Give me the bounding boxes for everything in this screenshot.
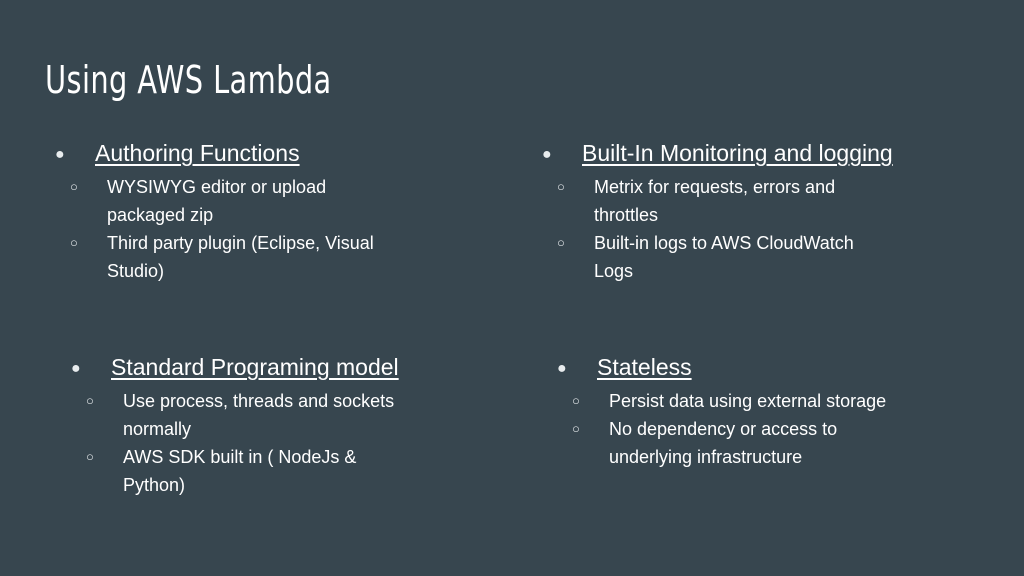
- bullet-icon: ●: [55, 146, 65, 163]
- section-heading[interactable]: Authoring Functions: [95, 140, 300, 166]
- list-item: ○ AWS SDK built in ( NodeJs & Python): [71, 443, 423, 499]
- list-item-text: WYSIWYG editor or upload packaged zip: [107, 177, 327, 225]
- circle-bullet-icon: ○: [86, 393, 94, 408]
- list-item: ○ Metrix for requests, errors and thrott…: [542, 173, 894, 229]
- list-item: ○ Built-in logs to AWS CloudWatch Logs: [542, 229, 894, 285]
- bullet-icon: ●: [542, 146, 552, 163]
- list-item: ○ WYSIWYG editor or upload packaged zip: [55, 173, 407, 229]
- circle-bullet-icon: ○: [557, 235, 565, 250]
- circle-bullet-icon: ○: [572, 421, 580, 436]
- bullet-icon: ●: [71, 360, 81, 377]
- section-built-in-monitoring: ● Built-In Monitoring and logging ○ Metr…: [542, 140, 894, 285]
- section-heading[interactable]: Standard Programing model: [111, 354, 399, 380]
- list-item-text: No dependency or access to underlying in…: [609, 419, 838, 467]
- circle-bullet-icon: ○: [557, 179, 565, 194]
- list-item-text: Use process, threads and sockets normall…: [123, 391, 395, 439]
- sub-list: ○ Use process, threads and sockets norma…: [71, 387, 423, 499]
- list-item-text: AWS SDK built in ( NodeJs & Python): [123, 447, 357, 495]
- circle-bullet-icon: ○: [70, 179, 78, 194]
- circle-bullet-icon: ○: [86, 449, 94, 464]
- sub-list: ○ Metrix for requests, errors and thrott…: [542, 173, 894, 285]
- list-item-text: Metrix for requests, errors and throttle…: [594, 177, 836, 225]
- list-item: ○ Third party plugin (Eclipse, Visual St…: [55, 229, 407, 285]
- list-item: ○ Persist data using external storage: [557, 387, 909, 415]
- section-standard-programming-model: ● Standard Programing model ○ Use proces…: [71, 354, 423, 499]
- slide-title: Using AWS Lambda: [45, 58, 332, 102]
- section-heading[interactable]: Built-In Monitoring and logging: [582, 140, 893, 166]
- sub-list: ○ WYSIWYG editor or upload packaged zip …: [55, 173, 407, 285]
- circle-bullet-icon: ○: [70, 235, 78, 250]
- list-item: ○ No dependency or access to underlying …: [557, 415, 909, 471]
- sub-list: ○ Persist data using external storage ○ …: [557, 387, 909, 471]
- bullet-icon: ●: [557, 360, 567, 377]
- section-authoring-functions: ● Authoring Functions ○ WYSIWYG editor o…: [55, 140, 407, 285]
- section-heading[interactable]: Stateless: [597, 354, 692, 380]
- list-item-text: Built-in logs to AWS CloudWatch Logs: [594, 233, 854, 281]
- list-item-text: Third party plugin (Eclipse, Visual Stud…: [107, 233, 374, 281]
- list-item: ○ Use process, threads and sockets norma…: [71, 387, 423, 443]
- circle-bullet-icon: ○: [572, 393, 580, 408]
- list-item-text: Persist data using external storage: [609, 391, 887, 411]
- section-stateless: ● Stateless ○ Persist data using externa…: [557, 354, 909, 471]
